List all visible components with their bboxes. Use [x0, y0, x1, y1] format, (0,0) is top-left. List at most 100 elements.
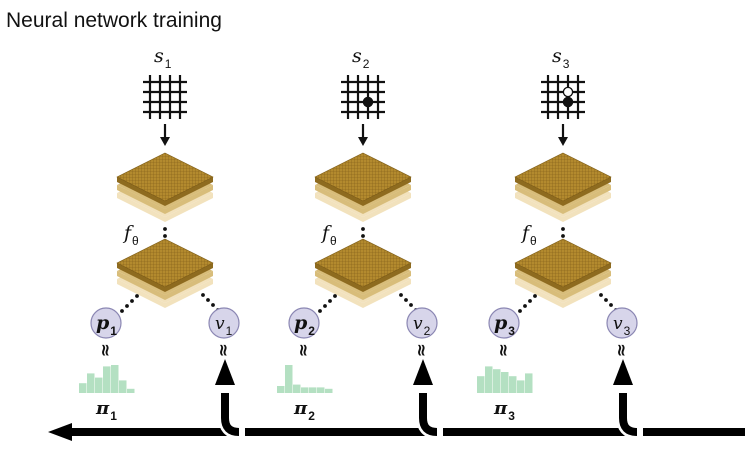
policy-connector-dot: [333, 294, 337, 298]
state-label-sub: 3: [563, 57, 570, 71]
value-label: v2: [413, 314, 431, 338]
histogram-bar: [493, 369, 501, 393]
network-label: fθ: [122, 222, 139, 248]
network-connector-dot: [361, 227, 365, 231]
value-label-var: v: [215, 314, 225, 334]
network-upper-stack: [514, 152, 612, 222]
histogram-bar: [485, 366, 493, 393]
state-arrow-head: [358, 137, 368, 146]
network-upper-stack-layer-edge: [515, 193, 611, 222]
network-lower-stack-top-layer: [514, 238, 612, 288]
policy-target-histogram: [277, 365, 333, 393]
network-lower-stack-layer-edge: [515, 271, 611, 300]
value-connector-dot: [206, 298, 210, 302]
stone-white: [562, 86, 574, 98]
policy-connector-dot: [518, 309, 522, 313]
network-label: fθ: [320, 222, 337, 248]
network-upper-stack-layer-edge: [315, 193, 411, 222]
policy-connector-dot: [528, 299, 532, 303]
network-upper-stack: [116, 152, 214, 222]
policy-connector: [318, 294, 337, 313]
network-lower-stack-layer-edge: [117, 279, 213, 308]
target-policy-label: π2: [293, 398, 315, 423]
network-lower-stack: [116, 238, 214, 308]
network-label-var: f: [320, 222, 332, 244]
go-board: [143, 75, 187, 119]
value-return-arrow: [215, 359, 245, 439]
histogram-bar: [103, 366, 111, 393]
policy-connector-dot: [523, 304, 527, 308]
network-label: fθ: [520, 222, 537, 248]
value-label-var: v: [413, 314, 423, 334]
value-node: [208, 307, 240, 339]
value-approx: ≈: [611, 343, 631, 357]
value-connector-dot: [409, 303, 413, 307]
histogram-bar: [87, 373, 95, 393]
policy-target-histogram: [477, 366, 533, 393]
value-approx: ≈: [213, 343, 233, 357]
histogram-bar: [301, 387, 309, 393]
histogram-bar: [501, 372, 509, 393]
network-upper-stack-top-edge: [515, 177, 611, 206]
policy-node: [90, 307, 122, 339]
histogram-bar: [325, 388, 333, 393]
target-policy-label-var: π: [95, 398, 110, 419]
histogram-bar: [293, 384, 301, 393]
histogram-bar: [119, 380, 127, 393]
value-connector-dot: [399, 293, 403, 297]
network-label-sub: θ: [132, 234, 139, 248]
network-lower-stack-layer-edge: [315, 279, 411, 308]
value-label-sub: 1: [226, 324, 233, 338]
network-lower-stack-layer-edge: [315, 271, 411, 300]
network-connector-dot: [561, 227, 565, 231]
go-board: [341, 75, 385, 119]
value-label: v3: [613, 314, 631, 338]
histogram-bar: [509, 376, 517, 393]
state-arrow-head: [160, 137, 170, 146]
value-return-arrow: [613, 359, 643, 439]
policy-label: p3: [494, 312, 515, 338]
network-upper-stack-layer-edge: [117, 193, 213, 222]
network-upper-stack-layer-edge: [117, 185, 213, 214]
policy-connector-dot: [135, 294, 139, 298]
arrow-shaft: [221, 393, 240, 436]
state-label: s3: [552, 45, 570, 71]
value-node: [606, 307, 638, 339]
network-label-var: f: [122, 222, 134, 244]
histogram-bar: [95, 377, 103, 393]
network-lower-stack-layer-edge: [515, 279, 611, 308]
value-connector-dot: [404, 298, 408, 302]
target-policy-label: π3: [493, 398, 515, 423]
histogram-bar: [477, 376, 485, 393]
histogram-bar: [517, 380, 525, 393]
histogram-bar: [111, 365, 119, 393]
network-lower-stack: [514, 238, 612, 308]
state-label: s2: [352, 45, 370, 71]
policy-label: p2: [294, 312, 315, 338]
value-label: v1: [215, 314, 233, 338]
policy-node: [488, 307, 520, 339]
arrow-shaft: [619, 393, 638, 436]
network-connector-dot: [361, 234, 365, 238]
policy-target-histogram: [79, 365, 135, 393]
network-lower-stack-layer-edge: [117, 271, 213, 300]
histogram-bar: [317, 387, 325, 393]
histogram-bar: [277, 386, 285, 393]
policy-connector-dot: [323, 304, 327, 308]
histogram-bar: [309, 387, 317, 393]
value-label-sub: 3: [624, 324, 631, 338]
policy-connector: [518, 294, 537, 313]
state-label-var: s: [552, 45, 562, 67]
state-label-var: s: [154, 45, 164, 67]
state-label: s1: [154, 45, 172, 71]
value-connector-dot: [609, 303, 613, 307]
policy-connector-dot: [318, 309, 322, 313]
network-connector-dot: [561, 234, 565, 238]
policy-approx: ≈: [493, 343, 513, 357]
network-label-var: f: [520, 222, 532, 244]
network-upper-stack-top-edge: [117, 177, 213, 206]
